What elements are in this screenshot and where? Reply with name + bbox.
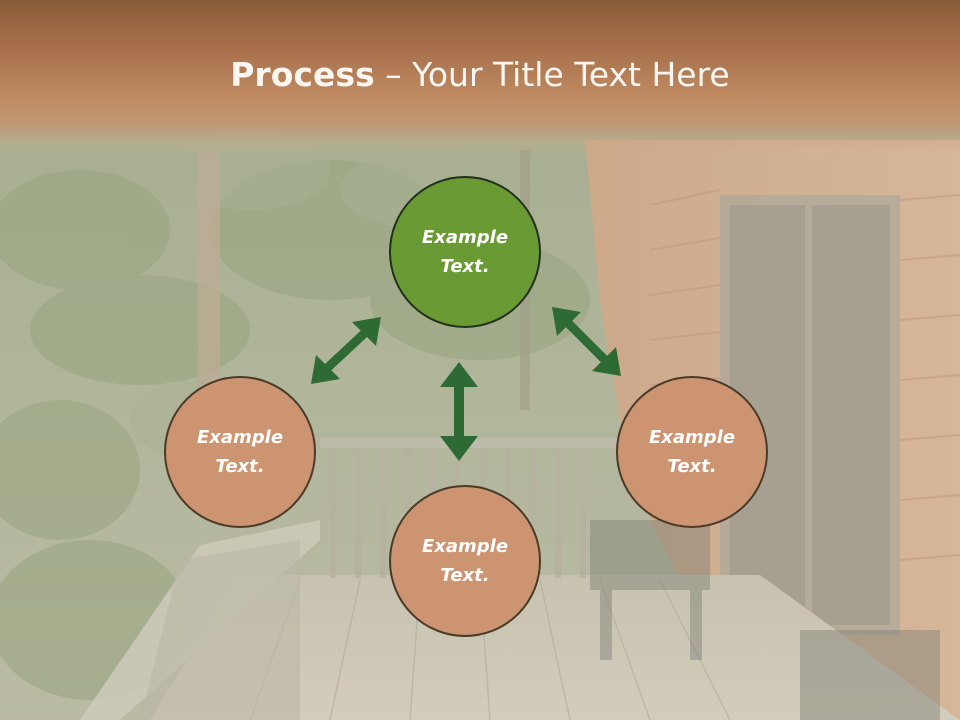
double-arrow-right-icon	[552, 307, 621, 376]
node-left[interactable]: Example Text.	[164, 376, 316, 528]
node-center-top-label: Example Text.	[421, 227, 509, 277]
node-bottom[interactable]: Example Text.	[389, 485, 541, 637]
slide-title: Process – Your Title Text Here	[0, 52, 960, 98]
node-bottom-label: Example Text.	[421, 536, 509, 586]
node-left-label: Example Text.	[196, 427, 284, 477]
node-right-label: Example Text.	[648, 427, 736, 477]
double-arrow-left-icon	[311, 317, 381, 384]
title-rest: – Your Title Text Here	[374, 55, 730, 94]
node-center-top[interactable]: Example Text.	[389, 176, 541, 328]
node-right[interactable]: Example Text.	[616, 376, 768, 528]
title-band	[0, 0, 960, 155]
double-arrow-vertical-icon	[440, 362, 478, 461]
title-bold: Process	[230, 55, 375, 94]
